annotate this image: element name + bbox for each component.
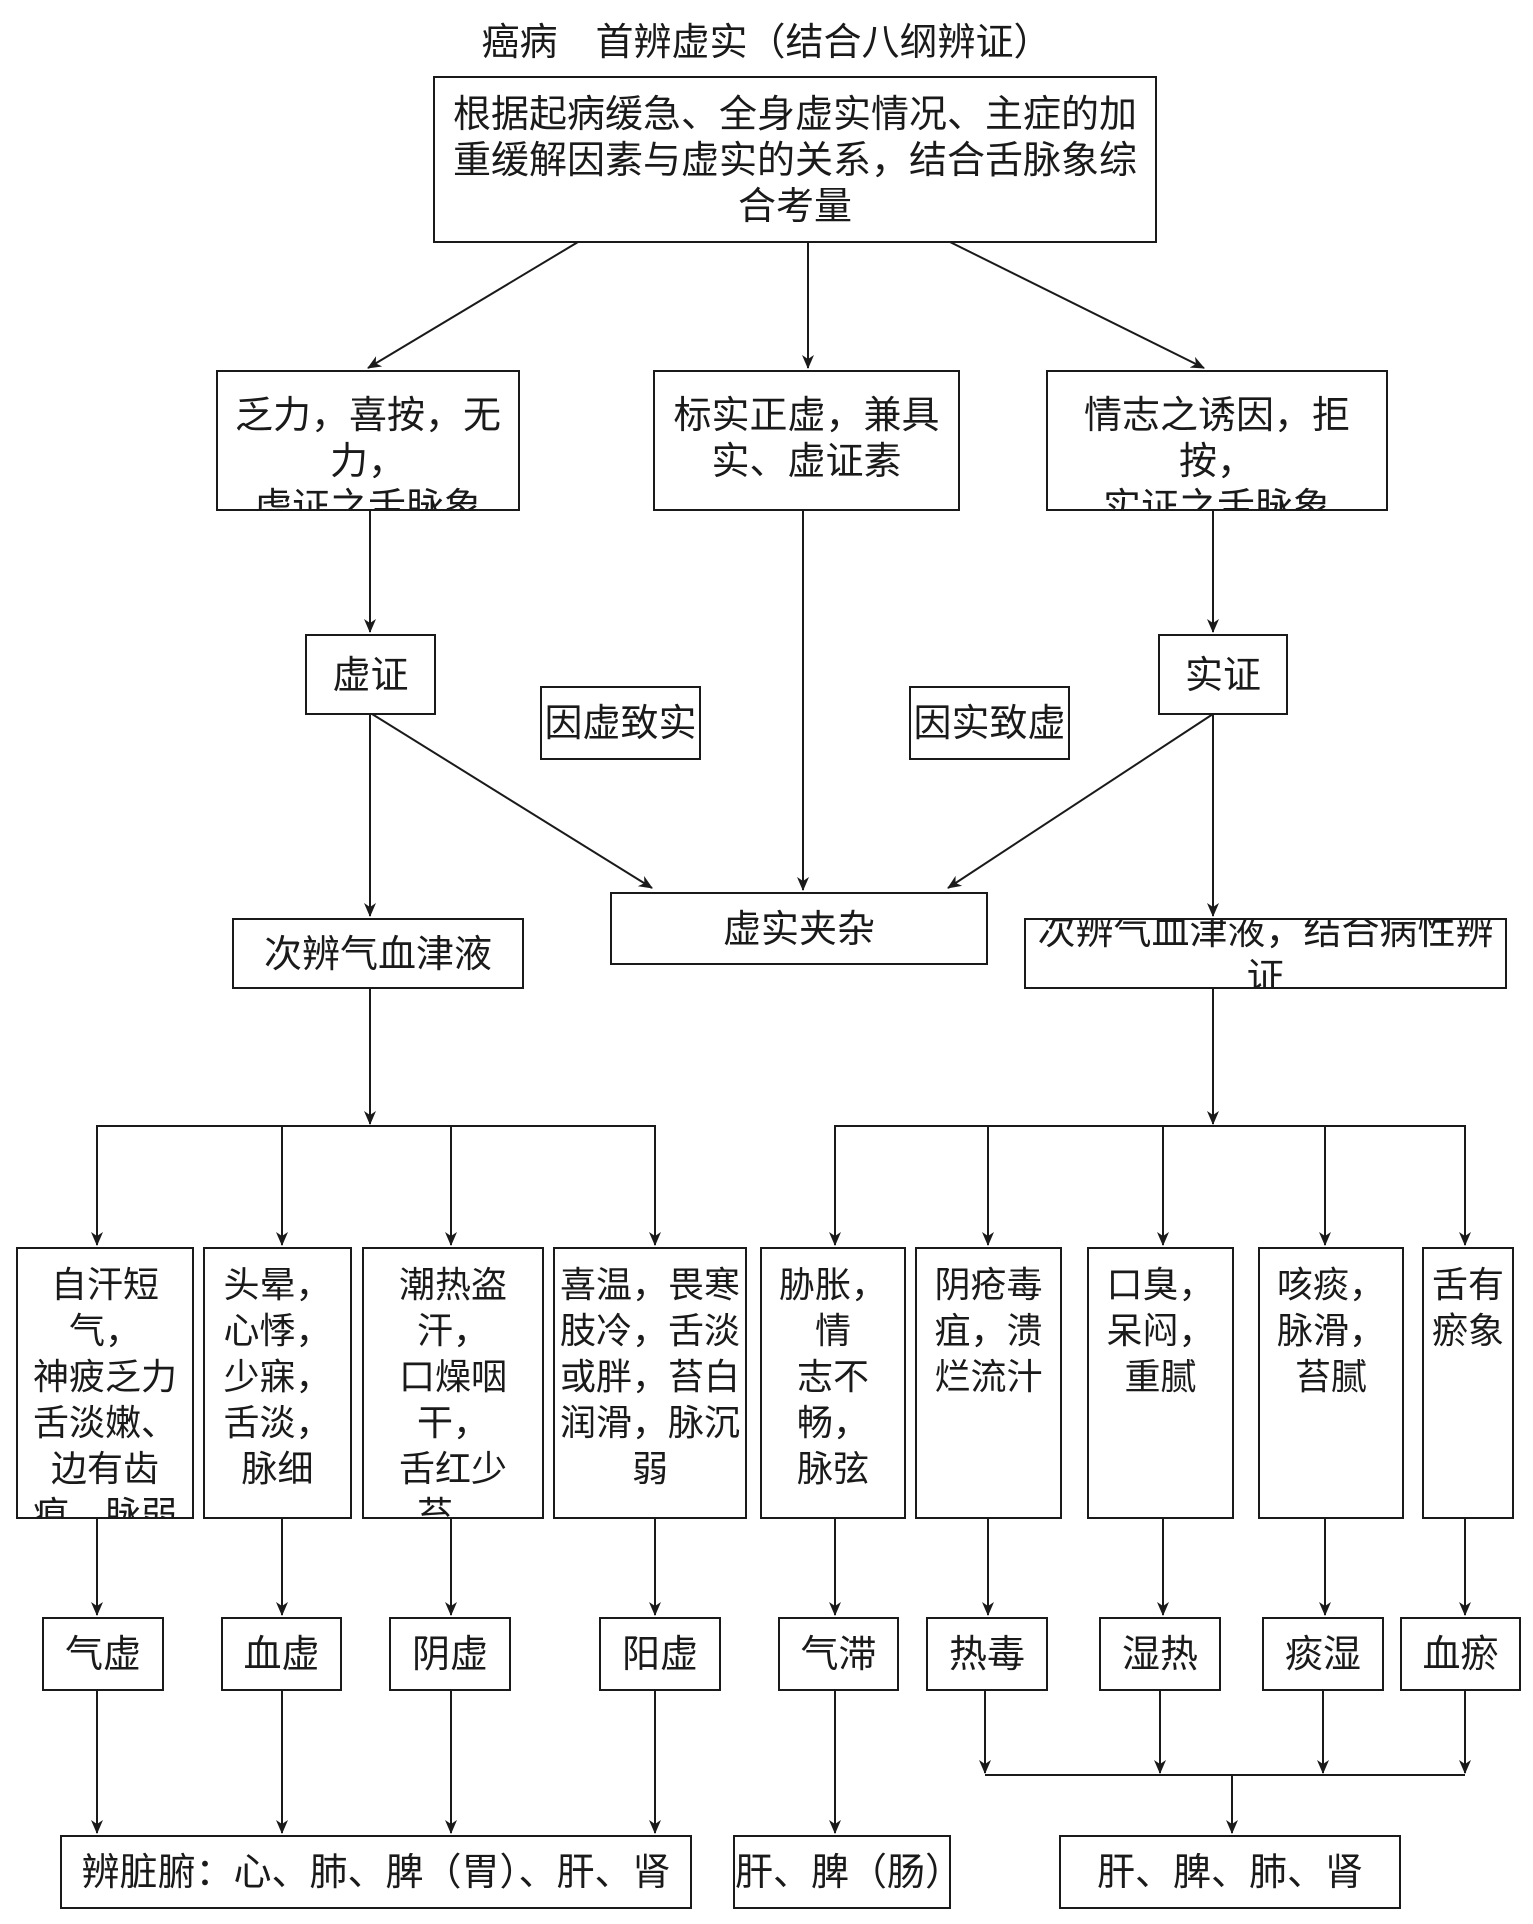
symptom-box-qi-deficiency: 自汗短气， 神疲乏力 舌淡嫩、 边有齿 痕，脉弱	[16, 1247, 194, 1519]
deficiency-syndrome-box: 虚证	[305, 634, 436, 715]
symptom-box-yin-deficiency: 潮热盗汗， 口燥咽干， 舌红少苔， 脉细数	[362, 1247, 544, 1519]
right-secondary-diagnosis-box: 次辨气血津液，结合病性辨证	[1024, 918, 1507, 989]
diagnosis-yang-deficiency: 阳虚	[599, 1617, 721, 1691]
mixed-syndrome-box: 虚实夹杂	[610, 892, 988, 965]
diagram-title: 癌病 首辨虚实（结合八纲辨证）	[481, 20, 1052, 64]
deficiency-causes-excess-label: 因虚致实	[540, 686, 701, 760]
diagnosis-heat-toxin: 热毒	[926, 1617, 1048, 1691]
diagnosis-yin-deficiency: 阴虚	[389, 1617, 511, 1691]
root-criteria-box: 根据起病缓急、全身虚实情况、主症的加 重缓解因素与虚实的关系，结合舌脉象综 合考…	[433, 76, 1157, 243]
diagnosis-phlegm-damp: 痰湿	[1262, 1617, 1384, 1691]
symptom-box-damp-heat: 口臭， 呆闷， 重腻	[1087, 1247, 1234, 1519]
left-secondary-diagnosis-box: 次辨气血津液	[232, 918, 524, 989]
diagnosis-qi-deficiency: 气虚	[42, 1617, 164, 1691]
mixed-signs-box: 标实正虚，兼具 实、虚证素	[653, 370, 960, 511]
organ-box-left: 辨脏腑：心、肺、脾（胃）、肝、肾	[60, 1835, 692, 1909]
edge-root-xu	[367, 241, 579, 369]
excess-syndrome-box: 实证	[1158, 634, 1288, 715]
deficiency-signs-box: 乏力，喜按，无力， 虚证之舌脉象	[216, 370, 520, 511]
excess-signs-box: 情志之诱因，拒按， 实证之舌脉象	[1046, 370, 1388, 511]
bus-left	[96, 1125, 656, 1245]
symptom-box-blood-deficiency: 头晕， 心悸， 少寐， 舌淡， 脉细	[203, 1247, 352, 1519]
organ-box-middle: 肝、脾（肠）	[733, 1835, 951, 1909]
symptom-box-heat-toxin: 阴疮毒 疽，溃 烂流汁	[915, 1247, 1062, 1519]
symptom-box-qi-stagnation: 胁胀，情 志不畅， 脉弦	[760, 1247, 906, 1519]
symptom-box-blood-stasis: 舌有 瘀象	[1422, 1247, 1514, 1519]
bus-right	[834, 1125, 1466, 1245]
diagnosis-damp-heat: 湿热	[1099, 1617, 1221, 1691]
symptom-box-phlegm-damp: 咳痰， 脉滑， 苔腻	[1258, 1247, 1404, 1519]
edge-xuzheng-jiaza	[371, 713, 653, 889]
edge-root-shi	[949, 241, 1205, 369]
excess-causes-deficiency-label: 因实致虚	[909, 686, 1070, 760]
organ-box-right: 肝、脾、肺、肾	[1059, 1835, 1401, 1909]
diagnosis-blood-deficiency: 血虚	[221, 1617, 342, 1691]
edge-shizheng-jiaza	[947, 713, 1214, 889]
symptom-box-yang-deficiency: 喜温，畏寒 肢冷，舌淡 或胖，苔白 润滑，脉沉 弱	[553, 1247, 747, 1519]
diagnosis-qi-stagnation: 气滞	[778, 1617, 899, 1691]
diagnosis-blood-stasis: 血瘀	[1400, 1617, 1521, 1691]
